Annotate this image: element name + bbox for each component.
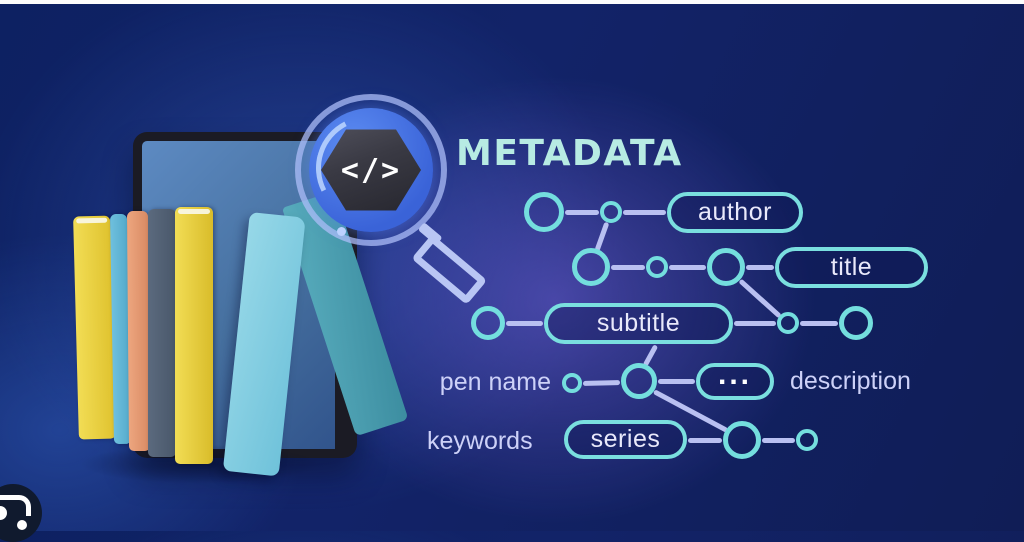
connector-line (611, 264, 645, 270)
node-circle (572, 248, 610, 286)
node-circle (777, 312, 799, 334)
connector-line (565, 209, 599, 215)
book-5-yellow (175, 207, 213, 464)
field-pill-subtitle: subtitle (544, 303, 733, 344)
connector-line (734, 320, 776, 326)
side-label-pen-name: pen name (439, 368, 551, 396)
connector-line (594, 221, 610, 251)
node-circle (646, 256, 668, 278)
side-label-description: description (790, 367, 911, 395)
top-white-bar (0, 0, 1024, 4)
connector-line (762, 437, 795, 443)
pill-label: subtitle (596, 309, 681, 337)
connector-line (669, 264, 706, 270)
field-pill-series: series (564, 420, 687, 459)
lens-frame-corner (0, 495, 31, 516)
node-circle (621, 363, 657, 399)
book-page-edge (178, 209, 210, 214)
connector-line (582, 379, 621, 386)
code-icon: </> (340, 152, 402, 188)
book-4-gray (148, 209, 176, 457)
lens-center-dot (0, 506, 7, 520)
field-pill-author: author (667, 192, 803, 233)
field-pill-title: title (775, 247, 928, 288)
connector-line (688, 437, 722, 443)
connector-line (642, 343, 659, 367)
node-circle (723, 421, 761, 459)
magnifier-ring (295, 94, 447, 246)
node-circle (707, 248, 745, 286)
node-circle (471, 306, 505, 340)
pill-label: author (698, 198, 772, 226)
connector-line (658, 378, 695, 384)
magnifier-glint-dot (337, 227, 346, 236)
node-circle (839, 306, 873, 340)
pill-label: series (590, 425, 661, 453)
connector-line (506, 320, 543, 326)
node-circle (796, 429, 818, 451)
side-label-keywords: keywords (427, 427, 533, 455)
books-group (73, 191, 409, 477)
connector-line (800, 320, 838, 326)
connector-line (738, 278, 782, 318)
node-circle (600, 201, 622, 223)
field-pill-ellipsis: ... (696, 359, 774, 400)
network-layer: author title subtitle... series pen name desc… (427, 192, 928, 459)
connector-line (623, 209, 666, 215)
node-circle (524, 192, 564, 232)
lens-small-dot (17, 520, 27, 530)
connector-line (746, 264, 774, 270)
pill-label: title (830, 253, 873, 281)
page-title: METADATA (456, 133, 683, 174)
node-circle (562, 373, 582, 393)
